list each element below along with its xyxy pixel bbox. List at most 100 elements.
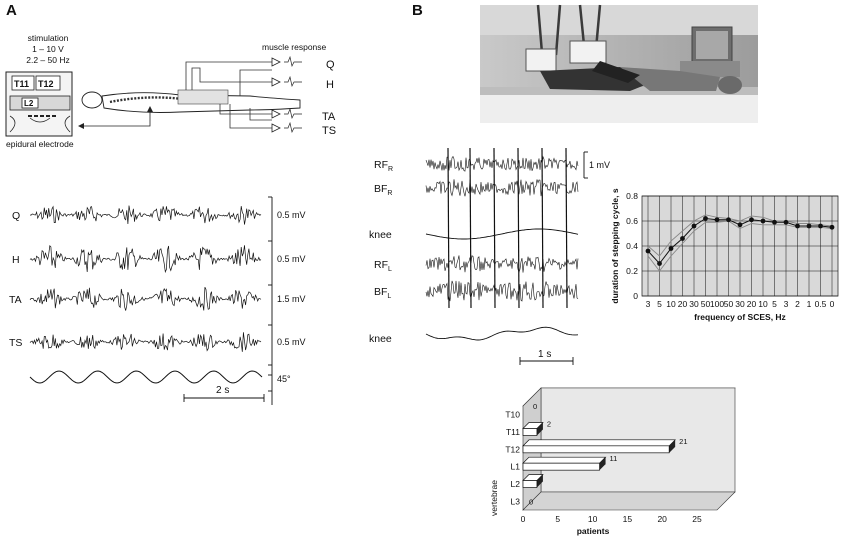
bar bbox=[522, 445, 670, 454]
data-point bbox=[749, 217, 754, 223]
data-point bbox=[772, 219, 777, 225]
data-point bbox=[703, 216, 708, 221]
x-tick-label: 50 bbox=[724, 299, 734, 309]
x-tick-label: 10 bbox=[758, 299, 768, 309]
x-tick-label: 20 bbox=[747, 299, 757, 309]
emg-b-trace-2 bbox=[425, 255, 579, 274]
emg-time-scale: 1 s bbox=[538, 349, 551, 360]
trace-scale-h: 0.5 mV bbox=[277, 254, 306, 264]
y-tick-label: T12 bbox=[505, 444, 520, 454]
emg-traces-b: RFR BFR knee RFL BFL knee 1 mV 1 s bbox=[369, 147, 610, 365]
y-tick-label: 0.2 bbox=[626, 266, 638, 276]
x-tick-label: 5 bbox=[555, 514, 560, 524]
data-point bbox=[657, 261, 662, 266]
bar-end bbox=[669, 439, 676, 453]
x-tick-label: 3 bbox=[646, 299, 651, 309]
stim-artifact-5 bbox=[565, 147, 568, 309]
patient-photo bbox=[480, 4, 758, 123]
y-tick-label: 0.8 bbox=[626, 191, 638, 201]
x-tick-label: 0.5 bbox=[815, 299, 827, 309]
x-tick-label: 0 bbox=[830, 299, 835, 309]
y-tick-label: L1 bbox=[511, 462, 521, 472]
emg-label-rfr: RFR bbox=[374, 159, 393, 173]
emg-a-trace-3 bbox=[29, 332, 262, 352]
stim-artifact-2 bbox=[493, 147, 496, 309]
data-point bbox=[714, 217, 720, 223]
knee-trace-1 bbox=[425, 326, 579, 341]
bar-end bbox=[536, 422, 543, 436]
x-tick-label: 2 bbox=[795, 299, 800, 309]
vertebra-label-l2: L2 bbox=[24, 99, 34, 108]
x-tick-label: 10 bbox=[588, 514, 598, 524]
bar-x-axis-label: patients bbox=[577, 526, 610, 536]
trace-label-ts: TS bbox=[9, 337, 22, 349]
bar-top bbox=[522, 439, 677, 447]
emg-a-trace-1 bbox=[29, 245, 262, 274]
x-tick-label: 30 bbox=[689, 299, 699, 309]
trace-label-ta: TA bbox=[9, 294, 22, 306]
schematic-muscle-ts: TS bbox=[322, 125, 336, 137]
trace-scale-ts: 0.5 mV bbox=[277, 337, 306, 347]
bar bbox=[522, 428, 538, 436]
spine-schematic: T11 T12 L2 Q H TA TS bbox=[5, 55, 336, 137]
x-tick-label: 100 bbox=[710, 299, 724, 309]
emg-traces-a: Q H TA TS 0.5 mV 0.5 mV 1.5 mV 0.5 mV 45… bbox=[9, 196, 306, 405]
bar-value-label: 21 bbox=[679, 437, 687, 446]
x-tick-label: 50 bbox=[701, 299, 711, 309]
bar-end bbox=[599, 457, 606, 471]
data-point bbox=[783, 219, 789, 225]
x-tick-label: 0 bbox=[521, 514, 526, 524]
stim-frequency: 2.2 – 50 Hz bbox=[26, 55, 70, 65]
x-tick-label: 5 bbox=[657, 299, 662, 309]
schematic-muscle-h: H bbox=[326, 79, 334, 91]
data-point bbox=[737, 222, 743, 228]
stim-artifact-3 bbox=[517, 147, 520, 309]
data-point bbox=[691, 223, 697, 229]
vertebra-label-t11: T11 bbox=[14, 79, 29, 89]
series-line-1 bbox=[647, 214, 833, 257]
bar-y-axis-label: vertebrae bbox=[489, 480, 499, 516]
y-tick-label: 0.4 bbox=[626, 241, 638, 251]
emg-label-knee-1: knee bbox=[369, 229, 392, 241]
line-y-axis-label: duration of stepping cycle, s bbox=[610, 188, 620, 304]
y-tick-label: 0 bbox=[633, 291, 638, 301]
time-scale-a: 2 s bbox=[216, 385, 229, 396]
line-x-axis-label: frequency of SCES, Hz bbox=[694, 312, 786, 322]
x-tick-label: 1 bbox=[807, 299, 812, 309]
emg-a-trace-0 bbox=[29, 205, 262, 225]
series-line-2 bbox=[647, 220, 833, 272]
bar-value-label: 11 bbox=[610, 454, 618, 463]
data-point bbox=[795, 223, 800, 229]
stim-artifact-4 bbox=[541, 147, 544, 309]
x-tick-label: 3 bbox=[784, 299, 789, 309]
x-tick-label: 20 bbox=[657, 514, 667, 524]
emg-b-trace-1 bbox=[425, 179, 579, 197]
angle-trace-a bbox=[29, 370, 263, 384]
trace-scale-ta: 1.5 mV bbox=[277, 294, 306, 304]
muscle-response-label: muscle response bbox=[262, 42, 327, 52]
x-tick-label: 20 bbox=[678, 299, 688, 309]
x-tick-label: 10 bbox=[666, 299, 676, 309]
data-point bbox=[818, 223, 823, 229]
data-point bbox=[680, 236, 685, 241]
y-tick-label: L2 bbox=[511, 479, 521, 489]
data-point bbox=[760, 218, 766, 224]
data-point bbox=[645, 248, 651, 254]
emg-a-trace-2 bbox=[29, 287, 262, 311]
angle-scale: 45° bbox=[277, 374, 291, 384]
bar bbox=[522, 480, 538, 488]
emg-b-trace-3 bbox=[425, 280, 579, 302]
emg-label-knee-2: knee bbox=[369, 333, 392, 345]
bar-end bbox=[536, 474, 543, 488]
emg-label-bfr: BFR bbox=[374, 183, 392, 197]
data-point bbox=[806, 223, 812, 229]
x-tick-label: 30 bbox=[735, 299, 745, 309]
y-tick-label: 0.6 bbox=[626, 216, 638, 226]
x-tick-label: 25 bbox=[692, 514, 702, 524]
bar-chart-floor bbox=[522, 491, 736, 511]
y-tick-label: T10 bbox=[505, 410, 520, 420]
emg-label-bfl: BFL bbox=[374, 286, 391, 300]
panel-b-letter: B bbox=[412, 2, 423, 19]
bar-value-label: 2 bbox=[547, 420, 551, 429]
